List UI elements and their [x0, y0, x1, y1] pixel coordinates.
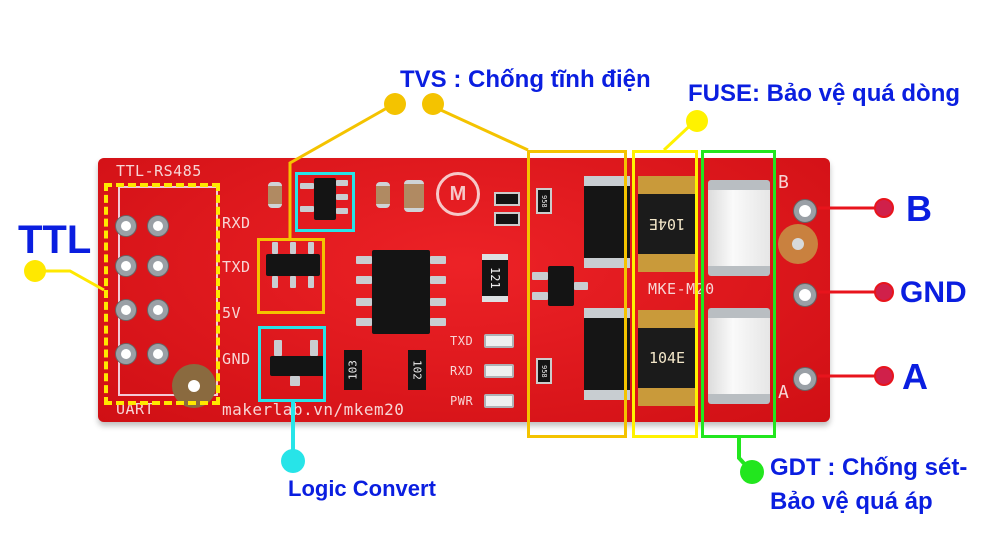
tvs-diode-top: [584, 176, 630, 268]
logic-dot: [281, 449, 305, 473]
tvs-dot-left: [384, 93, 406, 115]
gdt-highlight-box: [701, 150, 776, 438]
logic-ic-top: [314, 178, 336, 220]
capacitor: [268, 182, 282, 208]
gdt-bottom: [708, 308, 770, 404]
resistor-small: [494, 192, 520, 206]
ttl-label: TTL: [18, 218, 92, 262]
pcb-board: TTL-RS485 UART RXD TXD 5V GND: [98, 158, 830, 422]
resistor-958-bottom: 958: [536, 358, 552, 384]
fuse-label: FUSE: Bảo vệ quá dòng: [688, 80, 961, 107]
terminal-b-label: B: [906, 188, 932, 229]
fuse-highlight-box: [632, 150, 698, 438]
logic-convert-label: Logic Convert: [288, 476, 436, 501]
silk-terminal-b: B: [778, 172, 790, 193]
mounting-hole-right: [778, 224, 818, 264]
resistor-958-top: 958: [536, 188, 552, 214]
logic-transistor: [270, 356, 324, 376]
tvs-highlight-box-small: [257, 238, 325, 314]
mounting-hole-left: [172, 364, 216, 408]
ttl-pin-5v-inner: [148, 300, 168, 320]
tvs-label: TVS : Chống tĩnh điện: [400, 66, 651, 93]
tvs-connector-left: [288, 102, 395, 238]
silk-pin-gnd: GND: [222, 350, 251, 368]
silk-pin-txd: TXD: [222, 258, 251, 276]
fuse-bottom: 104E: [638, 310, 696, 406]
ttl-connector: [35, 269, 105, 292]
terminal-a-label: A: [902, 356, 928, 397]
rs485-transceiver-ic: [372, 250, 430, 334]
ttl-pin-gnd-outer: [116, 344, 136, 364]
led-rxd: [484, 364, 514, 378]
fuse-dot: [686, 110, 708, 132]
silk-title: TTL-RS485: [116, 162, 202, 180]
capacitor: [404, 180, 424, 212]
resistor-121: 121: [482, 254, 508, 302]
logic-highlight-box-top: [295, 172, 355, 232]
ttl-pin-gnd-inner: [148, 344, 168, 364]
ttl-pin-5v-outer: [116, 300, 136, 320]
silk-pin-5v: 5V: [222, 304, 242, 322]
terminal-a-dot: [874, 366, 894, 386]
tvs-chip-small: [266, 254, 320, 276]
terminal-b-dot: [874, 198, 894, 218]
ttl-pin-txd-inner: [148, 256, 168, 276]
ttl-pin-rxd-inner: [148, 216, 168, 236]
tvs-diode-bottom: [584, 308, 630, 400]
resistor-array-102: 102: [408, 350, 426, 390]
silk-led-pwr: PWR: [450, 394, 474, 408]
ttl-pin-txd-outer: [116, 256, 136, 276]
silk-led-rxd: RXD: [450, 364, 474, 378]
resistor-small: [494, 212, 520, 226]
silk-led-txd: TXD: [450, 334, 474, 348]
gdt-dot: [740, 460, 764, 484]
makerlab-logo-icon: M: [436, 172, 480, 216]
ttl-pin-rxd-outer: [116, 216, 136, 236]
gdt-top: [708, 180, 770, 276]
gdt-label-line1: GDT : Chống sét-: [770, 454, 968, 481]
silk-pin-rxd: RXD: [222, 214, 251, 232]
led-txd: [484, 334, 514, 348]
terminal-gnd-label: GND: [900, 276, 967, 309]
tvs-connector-right: [431, 104, 529, 152]
tvs-sot23: [548, 266, 574, 306]
silk-url: makerlab.vn/mkem20: [222, 400, 405, 419]
capacitor: [376, 182, 390, 208]
logic-highlight-box-bottom: [258, 326, 326, 402]
terminal-gnd-dot: [874, 282, 894, 302]
tvs-dot-right: [422, 93, 444, 115]
terminal-pin-b: [794, 200, 816, 222]
silk-terminal-a: A: [778, 382, 790, 403]
ttl-dot: [24, 260, 46, 282]
terminal-pin-a: [794, 368, 816, 390]
gdt-label-line2: Bảo vệ quá áp: [770, 488, 933, 515]
terminal-pin-gnd: [794, 284, 816, 306]
ttl-highlight-box: [104, 183, 220, 405]
tvs-highlight-box: [527, 150, 627, 438]
led-pwr: [484, 394, 514, 408]
